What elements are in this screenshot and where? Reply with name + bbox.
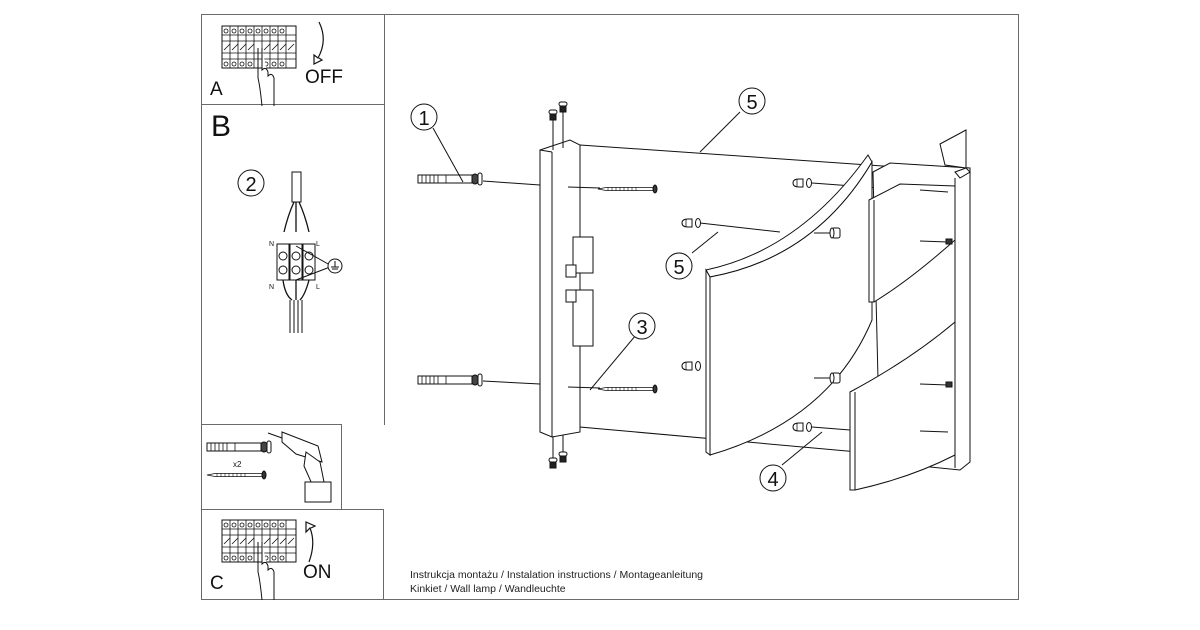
- panel-a-frame: [201, 14, 385, 105]
- circuit-breaker-off-icon: [221, 25, 297, 107]
- callout-2-label: 2: [245, 174, 256, 196]
- quantity-label: x2: [233, 460, 242, 469]
- on-arrow-icon: [305, 521, 317, 563]
- callout-5-mid: [665, 252, 693, 280]
- footer-subtitle: Kinkiet / Wall lamp / Wandleuchte: [410, 583, 566, 595]
- callout-5-top: [738, 87, 766, 115]
- screw-icon: [206, 470, 267, 480]
- outer-frame: [201, 14, 1019, 600]
- assembly-drawing: [410, 87, 971, 492]
- wall-plug-icon: [206, 440, 272, 454]
- callout-5-mid-label: 5: [673, 257, 684, 279]
- callout-1-label: 1: [418, 108, 429, 130]
- terminal-n-bottom: N: [269, 284, 274, 291]
- panel-c-frame: [201, 509, 384, 600]
- circuit-breaker-on-icon: [221, 519, 297, 601]
- step-c-label: C: [210, 573, 224, 594]
- terminal-n-top: N: [269, 241, 274, 248]
- callout-5-top-label: 5: [746, 92, 757, 114]
- callout-2: [237, 169, 265, 197]
- power-drill-icon: [267, 431, 332, 503]
- wiring-diagram: N L N L: [237, 169, 343, 333]
- step-a-state: OFF: [305, 67, 343, 88]
- panel-b-frame: [201, 104, 385, 425]
- step-a-label: A: [210, 79, 223, 100]
- off-arrow-icon: [313, 21, 324, 65]
- terminal-l-bottom: L: [316, 284, 320, 291]
- callout-4: [759, 464, 787, 492]
- terminal-l-top: L: [316, 241, 320, 248]
- footer-title: Instrukcja montażu / Instalation instruc…: [410, 569, 703, 581]
- step-c-state: ON: [303, 562, 332, 583]
- step-b-label: B: [211, 110, 232, 143]
- callout-3: [628, 312, 656, 340]
- callout-4-label: 4: [767, 469, 778, 491]
- tools-illustration: x2: [206, 431, 332, 503]
- callout-3-label: 3: [636, 317, 647, 339]
- callout-1: [410, 103, 438, 131]
